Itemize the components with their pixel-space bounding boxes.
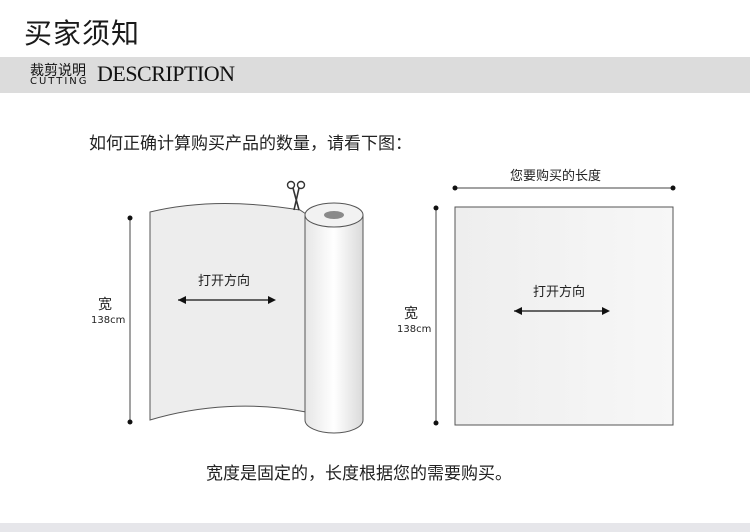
- sheet-width-value: 138cm: [397, 324, 431, 335]
- fabric-sheet: [149, 203, 307, 421]
- header-description-label: DESCRIPTION: [97, 61, 235, 86]
- roll-diagram: 宽 138cm 打开方向: [91, 180, 364, 434]
- sheet-diagram: 您要购买的长度 宽 138cm 打开方向: [397, 168, 676, 426]
- roll-core: [324, 211, 344, 219]
- page-title: 买家须知: [24, 17, 141, 50]
- fabric-sheet-flat: [454, 206, 674, 426]
- section-header: 裁剪说明 CUTTING DESCRIPTION: [0, 57, 750, 93]
- header-cn-label: 裁剪说明: [30, 63, 86, 79]
- roll-width-label: 宽: [98, 296, 112, 313]
- scissors-icon: [286, 180, 306, 211]
- instruction-question: 如何正确计算购买产品的数量，请看下图：: [89, 134, 412, 154]
- bottom-divider: [0, 523, 750, 532]
- roll-width-value: 138cm: [91, 315, 125, 326]
- sheet-width-label: 宽: [404, 305, 418, 322]
- header-en-label: CUTTING: [30, 76, 89, 87]
- instruction-note: 宽度是固定的，长度根据您的需要购买。: [206, 464, 512, 484]
- roll-direction-label: 打开方向: [198, 273, 250, 289]
- sheet-length-label: 您要购买的长度: [510, 168, 601, 184]
- sheet-direction-label: 打开方向: [533, 284, 585, 300]
- fabric-roll: [304, 214, 364, 434]
